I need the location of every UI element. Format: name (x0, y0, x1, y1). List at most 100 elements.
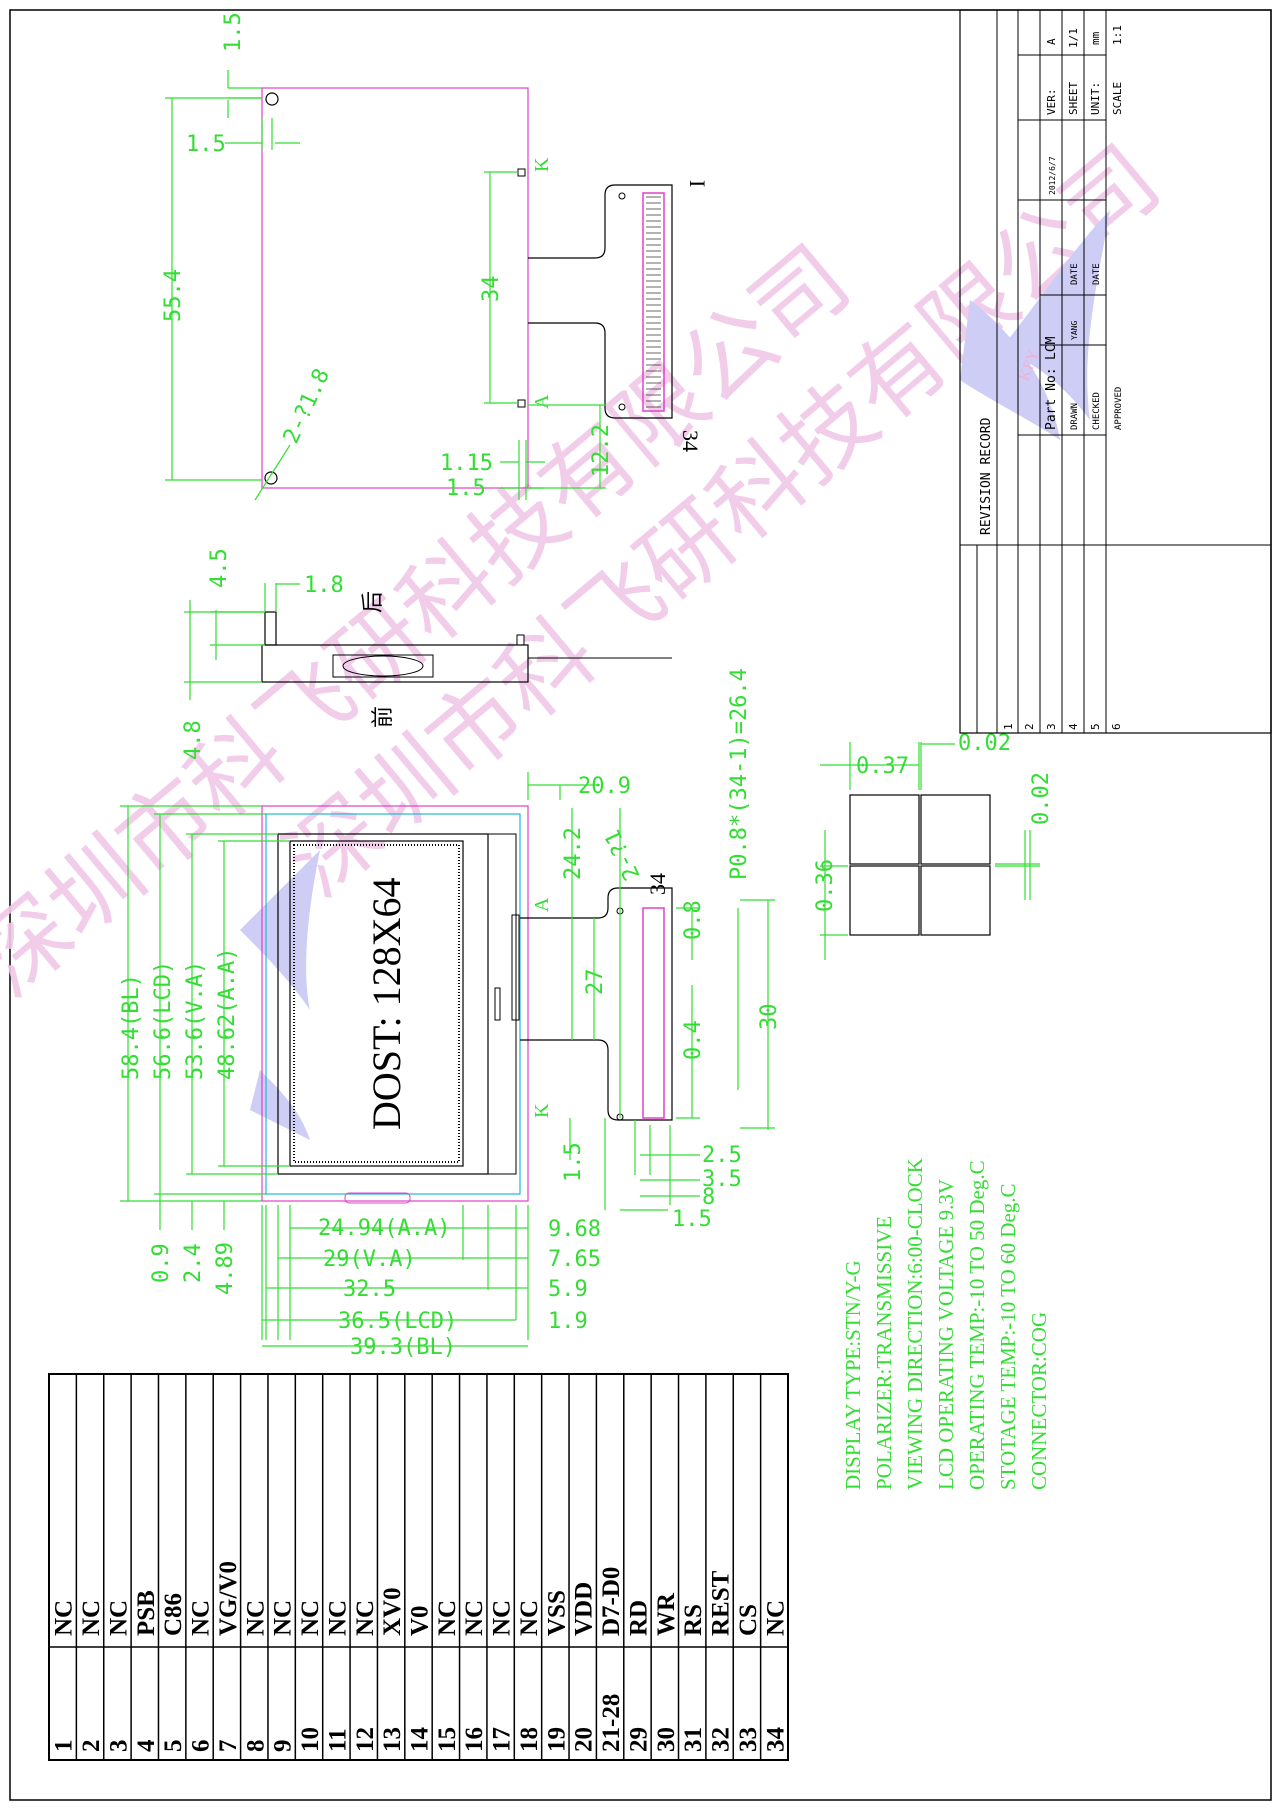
dim-front-209: 20.9 (578, 774, 631, 799)
dim-front-27: 27 (583, 969, 608, 996)
mounting-hole-top (265, 92, 279, 106)
pin-name: VDD (571, 1582, 598, 1636)
unit-label: UNIT: (1089, 82, 1102, 115)
dim-side-2: 1.8 (304, 573, 344, 598)
label-back: 后 (360, 591, 385, 613)
pin-number: 19 (543, 1727, 570, 1752)
dim-front-aa-height: 48.62(A.A) (215, 948, 240, 1080)
pin-number: 32 (708, 1727, 735, 1752)
mounting-hole-bottom (264, 471, 278, 485)
pin-name: RS (680, 1604, 707, 1636)
sheet-border (9, 9, 1272, 1801)
pixel-2 (920, 794, 991, 865)
dim-front-59: 5.9 (548, 1277, 588, 1302)
label-front: 前 (370, 706, 395, 728)
dim-top-1: 1.5 (221, 12, 246, 52)
pin-name: V0 (407, 1605, 434, 1636)
pin-number: 29 (625, 1727, 652, 1752)
pin-number: 34 (762, 1727, 789, 1753)
pin-table: NC1NC2NC3PSB4C865NC6VG/V07NC8NC9NC10NC11… (48, 1373, 789, 1761)
pin-name: NC (270, 1600, 297, 1636)
pin-name: NC (51, 1600, 78, 1636)
pixel-3 (849, 865, 920, 936)
dim-front-325: 32.5 (343, 1277, 396, 1302)
dim-pixel-gap-h: 0.02 (958, 731, 1011, 756)
dim-side-1: 4.5 (207, 548, 232, 588)
pin-name: VSS (543, 1590, 570, 1636)
flex-contacts-front (642, 907, 665, 1119)
connector-label-pin34: 34 (678, 430, 703, 452)
pin-name: NC (489, 1600, 516, 1636)
dim-front-lcd-width: 36.5(LCD) (338, 1309, 457, 1334)
pin-name: PSB (133, 1590, 160, 1636)
dim-front-pitch: P0.8*(34-1)=26.4 (727, 668, 752, 880)
side-view: 后 前 4.5 1.8 4.8 (181, 548, 672, 760)
pin-name: NC (461, 1600, 488, 1636)
dim-top-6: 1.15 (440, 451, 493, 476)
rev-row-2: 2 (1023, 723, 1036, 730)
rev-row-6: 6 (1110, 723, 1123, 730)
rev-row-4: 4 (1067, 723, 1080, 730)
dim-side-3: 4.8 (181, 720, 206, 760)
spec-line-2: POLARIZER:TRANSMISSIVE (872, 1216, 896, 1490)
flex-connector-pad (511, 914, 520, 1021)
dim-front-lcd-height: 56.6(LCD) (151, 961, 176, 1080)
dim-top-8: 12.2 (589, 424, 614, 477)
dim-top-5: 2-?1.8 (279, 365, 335, 448)
dim-top-2: 1.5 (186, 132, 226, 157)
dim-front-19: 1.9 (548, 1309, 588, 1334)
sheet-label: SHEET (1067, 82, 1080, 115)
dim-front-15a: 1.5 (561, 1142, 586, 1182)
pin-number: 18 (516, 1727, 543, 1752)
pin-name: NC (762, 1600, 789, 1636)
pin-name: VG/V0 (215, 1561, 242, 1636)
pin-number: 6 (188, 1740, 215, 1753)
checked-label: CHECKED (1092, 392, 1102, 430)
pin-name: WR (653, 1592, 680, 1636)
pin-name: NC (78, 1600, 105, 1636)
flex-cable-front (520, 887, 673, 1121)
pin-number: 2 (78, 1740, 105, 1753)
title-block: REVISION RECORD 1 2 3 4 5 6 Part No: LCM… (959, 9, 1272, 734)
label-a-top: A (531, 394, 553, 409)
drawn-by: YANG (1070, 321, 1079, 340)
spec-line-1: DISPLAY TYPE:STN/Y-G (841, 1260, 865, 1490)
spec-line-7: CONNECTOR:COG (1027, 1312, 1051, 1490)
pin-name: XV0 (379, 1587, 406, 1636)
date-value: 2012/6/7 (1048, 156, 1057, 195)
pin-name: D7-D0 (598, 1567, 625, 1636)
unit-value: mm (1089, 31, 1102, 45)
dim-front-09: 0.9 (149, 1243, 174, 1283)
watermark-logo: KFY (240, 210, 1110, 1140)
pixel-4 (920, 865, 991, 936)
sheet-value: 1/1 (1067, 28, 1080, 48)
pin-name: NC (324, 1600, 351, 1636)
pin-number: 13 (379, 1727, 406, 1752)
active-area (289, 840, 464, 1167)
spec-line-6: STOTAGE TEMP:-10 TO 60 Deg.C (996, 1183, 1020, 1490)
drawn-label: DRAWN (1070, 403, 1080, 430)
dim-front-35: 3.5 (702, 1167, 742, 1192)
dim-front-242: 24.2 (561, 827, 586, 880)
side-view-pin (264, 611, 277, 646)
pin-name: NC (434, 1600, 461, 1636)
ver-label: VER: (1045, 89, 1058, 116)
dim-top-4: 34 (479, 276, 504, 303)
pin-name: NC (105, 1600, 132, 1636)
pin-number: 31 (680, 1727, 707, 1752)
pin-name: NC (352, 1600, 379, 1636)
dim-front-bl-width: 39.3(BL) (350, 1335, 456, 1360)
dim-front-04: 0.4 (681, 1020, 706, 1060)
dim-front-489: 4.89 (213, 1242, 238, 1295)
dim-pixel-height: 0.36 (813, 859, 838, 912)
side-view-lens (342, 655, 424, 677)
pin-number: 10 (297, 1727, 324, 1752)
scale-value: 1:1 (1111, 25, 1124, 45)
pin-number: 11 (324, 1728, 351, 1752)
side-view-body (261, 644, 529, 683)
date-label-1: DATE (1070, 263, 1080, 285)
pad-a (517, 399, 526, 408)
rev-row-3: 3 (1045, 723, 1058, 730)
pin-number: 16 (461, 1727, 488, 1752)
